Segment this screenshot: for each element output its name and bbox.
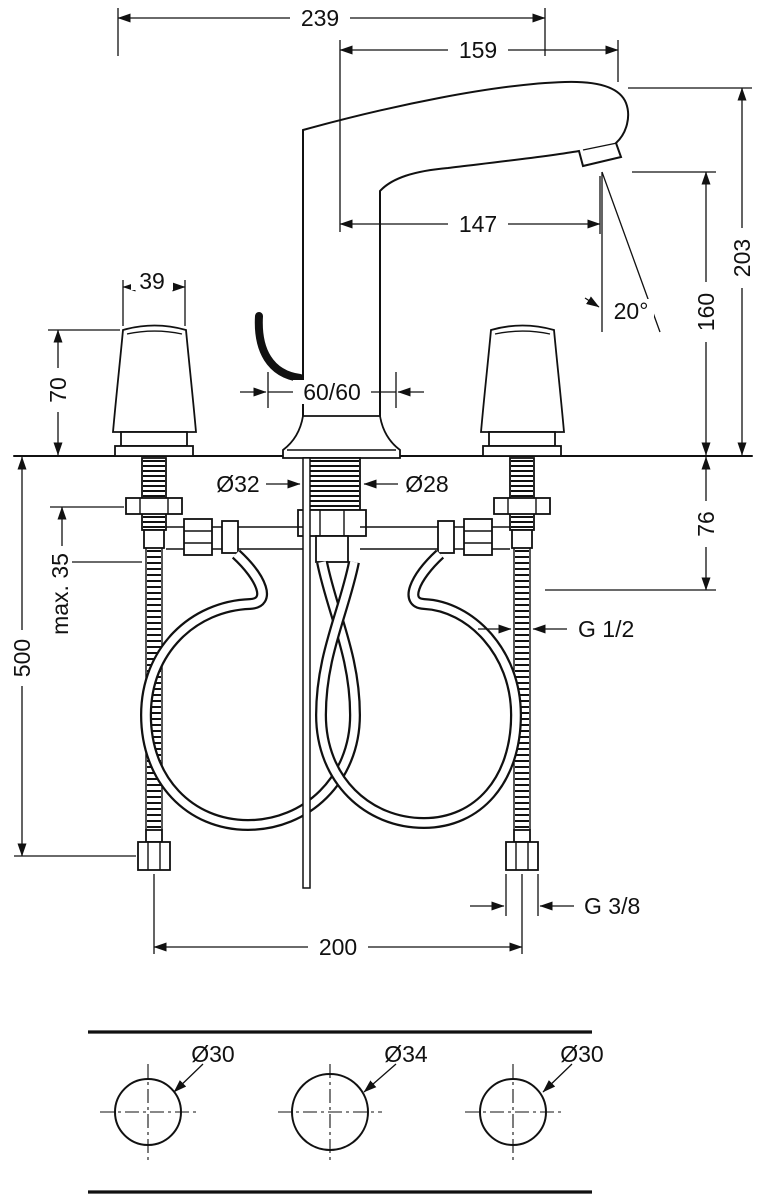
dimensions: 239 159 147 39 70 203 bbox=[9, 5, 755, 960]
hole-template: Ø30 Ø34 Ø30 bbox=[88, 1030, 604, 1194]
left-valve-shank bbox=[125, 457, 183, 549]
dim-handle-height: 70 bbox=[45, 329, 71, 456]
dim-spacing-center: 60/60 bbox=[240, 379, 424, 405]
dim-height-spout: 160 bbox=[693, 171, 719, 456]
dim-hole-spacing-label: 200 bbox=[319, 934, 357, 960]
dim-hole-dia-right: Ø30 bbox=[542, 1041, 604, 1093]
dim-thread-connection: G 3/8 bbox=[470, 893, 640, 919]
dim-hole-dia-center: Ø34 bbox=[363, 1041, 428, 1093]
dim-dia-shank-inner-label: Ø28 bbox=[405, 471, 448, 497]
dim-thread-supply: G 1/2 bbox=[478, 616, 634, 642]
dim-height-spout-label: 160 bbox=[693, 293, 719, 331]
dim-spout-reach-label: 147 bbox=[459, 211, 497, 237]
dim-spacing-center-label: 60/60 bbox=[303, 379, 361, 405]
dim-hole-dia-center-label: Ø34 bbox=[384, 1041, 428, 1067]
dim-height-overall: 203 bbox=[729, 87, 755, 456]
dim-spout-reach-outer-label: 159 bbox=[459, 37, 497, 63]
dim-hole-dia-right-label: Ø30 bbox=[560, 1041, 603, 1067]
drain-pull-rod bbox=[302, 457, 311, 889]
center-shank bbox=[297, 457, 367, 563]
left-hose-connector bbox=[137, 829, 171, 871]
left-handle bbox=[112, 324, 197, 457]
hole-right bbox=[479, 1078, 547, 1146]
dim-spout-angle-label: 20° bbox=[614, 298, 649, 324]
right-handle bbox=[480, 324, 565, 457]
dim-hole-dia-left: Ø30 bbox=[173, 1041, 235, 1093]
flexible-hose-right bbox=[314, 549, 523, 830]
drain-pull-lever bbox=[254, 312, 304, 382]
dim-dia-shank-inner: Ø28 bbox=[363, 471, 449, 497]
dim-thread-supply-label: G 1/2 bbox=[578, 616, 634, 642]
dim-max-mounting-thickness: max. 35 bbox=[47, 506, 73, 642]
spout-base bbox=[282, 415, 401, 459]
dim-thread-connection-label: G 3/8 bbox=[584, 893, 640, 919]
dim-handle-width-label: 39 bbox=[139, 268, 165, 294]
dim-spout-angle: 20° bbox=[584, 171, 661, 333]
dim-hole-dia-left-label: Ø30 bbox=[191, 1041, 234, 1067]
dim-dia-shank-outer-label: Ø32 bbox=[216, 471, 259, 497]
hole-left bbox=[114, 1078, 182, 1146]
dim-max-mounting-thickness-label: max. 35 bbox=[47, 553, 73, 635]
dim-dia-shank-outer: Ø32 bbox=[216, 471, 301, 497]
faucet-spout bbox=[302, 80, 630, 417]
dim-overall-width: 239 bbox=[117, 5, 546, 31]
dim-handle-width: 39 bbox=[122, 268, 186, 294]
right-hose-connector bbox=[505, 829, 539, 871]
aerator-line bbox=[582, 142, 618, 151]
connection-pipes bbox=[166, 518, 510, 556]
dim-handle-height-label: 70 bbox=[45, 377, 71, 403]
dim-spout-reach: 147 bbox=[339, 211, 601, 237]
dim-depth-below-deck: 76 bbox=[693, 456, 719, 591]
dim-height-overall-label: 203 bbox=[729, 239, 755, 277]
dim-hose-length-label: 500 bbox=[9, 639, 35, 677]
dim-hole-spacing: 200 bbox=[153, 934, 523, 960]
right-valve-shank bbox=[493, 457, 551, 549]
dim-hose-length: 500 bbox=[9, 456, 35, 857]
dim-overall-width-label: 239 bbox=[301, 5, 339, 31]
dim-depth-below-deck-label: 76 bbox=[693, 511, 719, 537]
dim-spout-reach-outer: 159 bbox=[339, 37, 619, 63]
flexible-hose-left bbox=[139, 549, 362, 832]
